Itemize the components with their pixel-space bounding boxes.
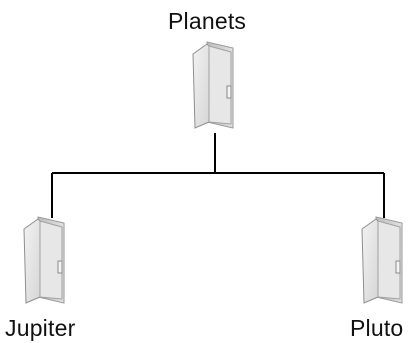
node-label-root: Planets — [168, 8, 247, 34]
folder-icon — [361, 216, 403, 304]
connector-path — [51, 133, 385, 218]
folder-icon — [23, 216, 65, 304]
node-label-jupiter: Jupiter — [5, 315, 76, 341]
node-label-pluto: Pluto — [350, 315, 404, 341]
folder-icon — [192, 41, 234, 129]
